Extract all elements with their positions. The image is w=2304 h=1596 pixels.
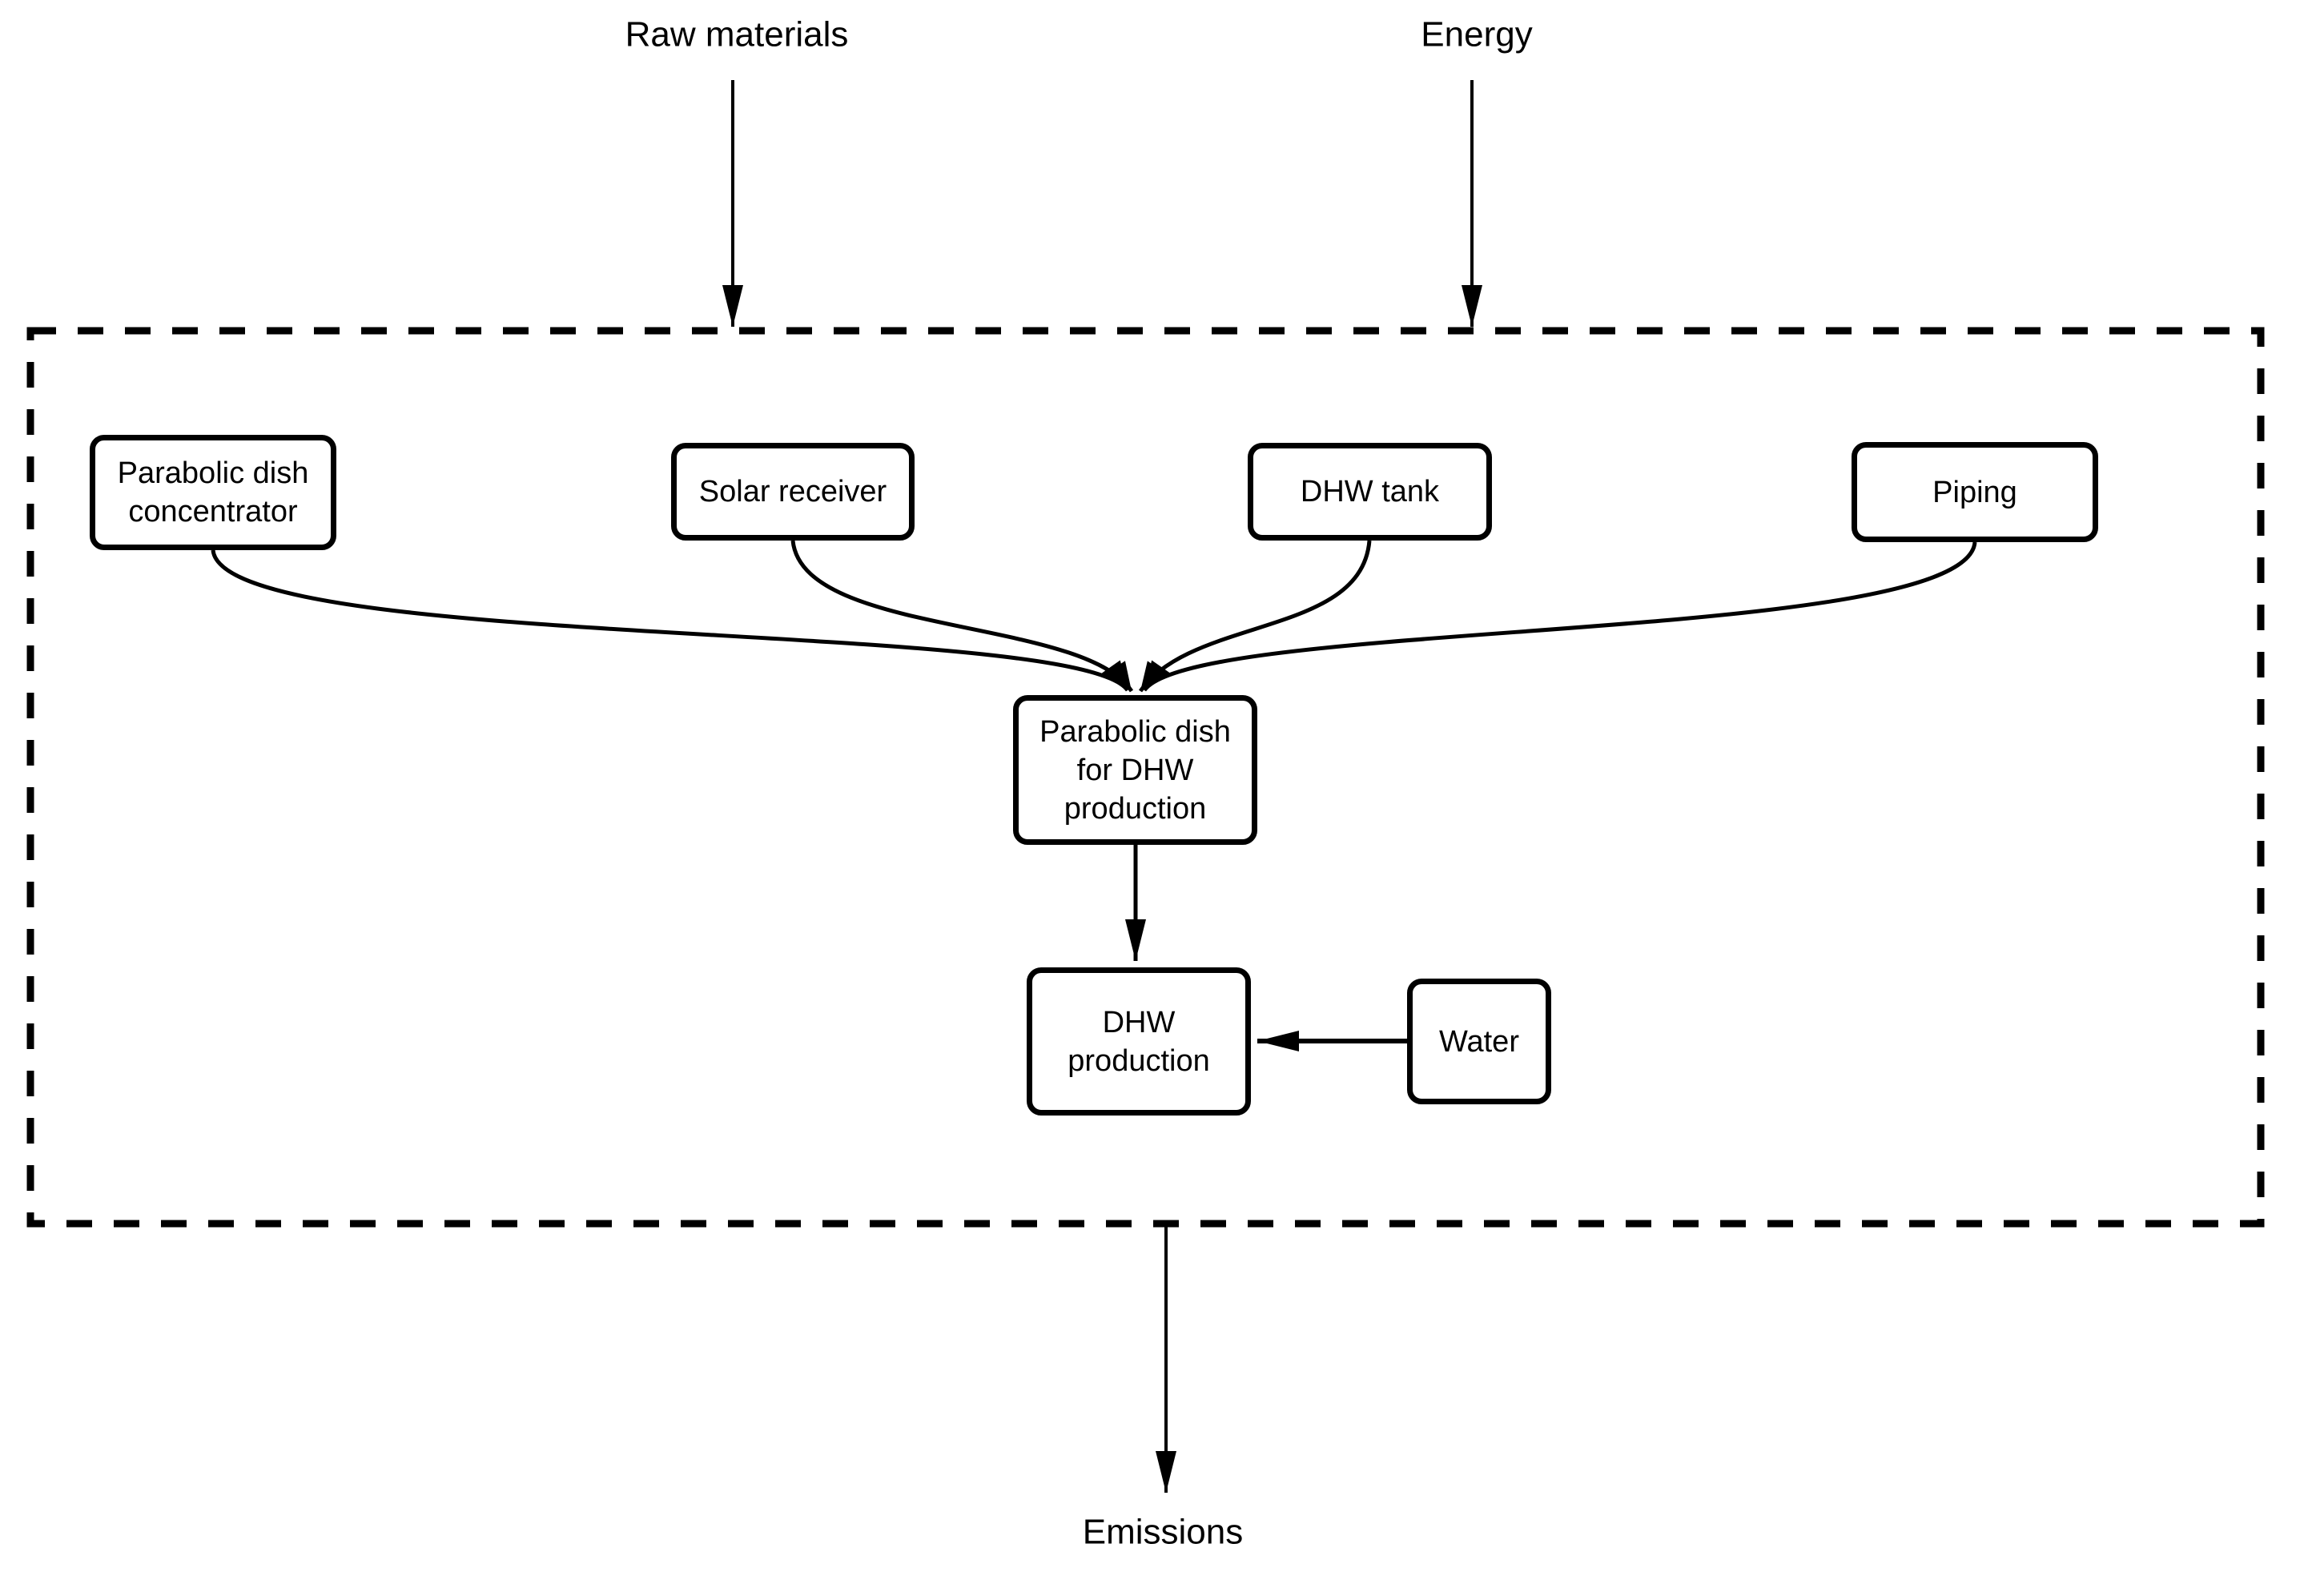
- edge-dhw-tank-to-assembly: [1138, 540, 1372, 693]
- edge-concentrator-to-assembly: [211, 549, 1130, 692]
- emissions-label: Emissions: [1082, 1512, 1244, 1552]
- node-solar-receiver: Solar receiver: [671, 443, 915, 541]
- node-dhw-production: DHW production: [1027, 967, 1251, 1116]
- node-piping: Piping: [1852, 442, 2098, 542]
- node-parabolic-dish-for-dhw-production: Parabolic dish for DHW production: [1013, 695, 1257, 845]
- node-water: Water: [1407, 979, 1551, 1104]
- node-dhw-tank: DHW tank: [1248, 443, 1492, 541]
- raw-materials-label: Raw materials: [625, 14, 849, 54]
- energy-label: Energy: [1421, 14, 1533, 54]
- node-parabolic-dish-concentrator: Parabolic dish concentrator: [90, 435, 336, 550]
- edge-solar-receiver-to-assembly: [790, 540, 1134, 693]
- edge-piping-to-assembly: [1142, 541, 1977, 692]
